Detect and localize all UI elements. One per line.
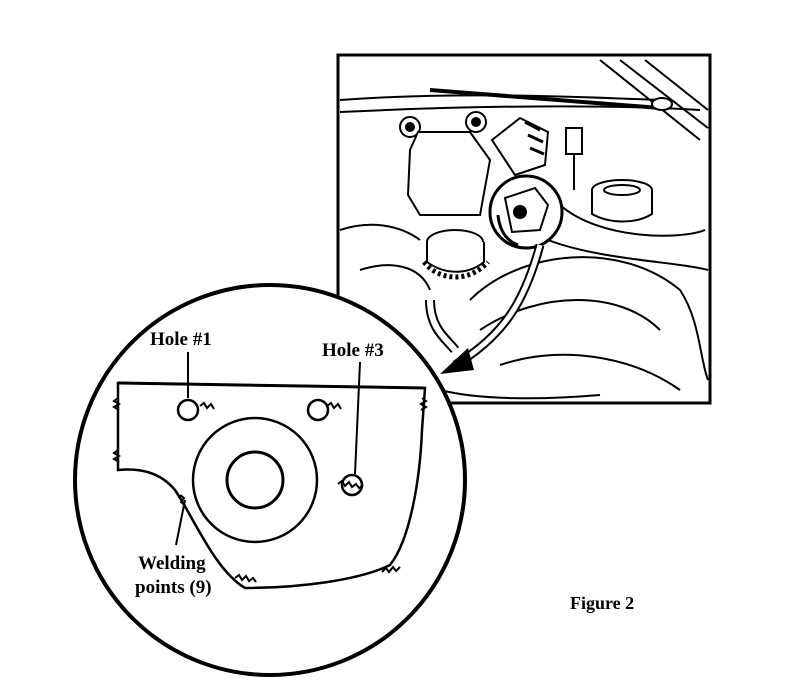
connector-ribs bbox=[524, 120, 545, 156]
hole1-label: Hole #1 bbox=[150, 329, 212, 350]
magnified-view bbox=[73, 283, 467, 677]
wiper-pivot bbox=[651, 97, 673, 111]
cap-right-body bbox=[591, 190, 653, 223]
weld-point bbox=[179, 494, 186, 506]
wiper-line-1 bbox=[599, 59, 701, 141]
hole3-leader bbox=[354, 361, 361, 475]
weld-point bbox=[112, 397, 121, 411]
weld-point bbox=[199, 401, 215, 410]
fender-curve-3 bbox=[469, 256, 709, 381]
figure-caption: Figure 2 bbox=[570, 593, 634, 613]
weld-point bbox=[419, 397, 428, 411]
weld-point bbox=[337, 479, 364, 490]
hose-inner bbox=[427, 299, 458, 352]
welding-label-line1: Welding bbox=[138, 553, 206, 574]
hole3-label: Hole #3 bbox=[322, 340, 384, 361]
bolt-right-center bbox=[471, 117, 481, 127]
bolt-left bbox=[399, 116, 421, 138]
bolt-left-center bbox=[405, 122, 415, 132]
relay bbox=[565, 127, 583, 155]
reservoir-body bbox=[406, 131, 492, 216]
fender-curve-5 bbox=[499, 353, 681, 391]
fender-curve-1 bbox=[339, 223, 421, 241]
detail-hose bbox=[496, 214, 519, 247]
weld-point bbox=[112, 449, 121, 463]
wiper-arm bbox=[429, 88, 661, 110]
cap-left-ribbed-ring bbox=[422, 260, 490, 280]
fender-curve-4 bbox=[479, 299, 661, 331]
strut-tower-edge bbox=[559, 204, 706, 237]
hole-2 bbox=[306, 398, 330, 422]
weld-marks bbox=[112, 397, 428, 583]
wiper-line-2 bbox=[619, 59, 709, 129]
welding-leader bbox=[175, 499, 186, 546]
weld-point bbox=[381, 565, 401, 574]
wiper-line-3 bbox=[644, 59, 709, 111]
connector-block bbox=[490, 116, 550, 177]
cap-left-body bbox=[426, 242, 485, 273]
bracket-top-edge bbox=[117, 381, 426, 390]
fender-curve-6 bbox=[439, 389, 601, 400]
detail-hole bbox=[513, 205, 527, 219]
welding-label-line2: points (9) bbox=[135, 577, 212, 598]
bolt-right bbox=[465, 111, 487, 133]
arrowhead bbox=[440, 348, 474, 374]
cap-right-inner bbox=[603, 184, 641, 196]
pointer-arrow bbox=[440, 243, 545, 374]
weld-point bbox=[234, 573, 257, 583]
weld-point bbox=[326, 401, 342, 410]
hole-1 bbox=[176, 398, 200, 422]
detail-bracket bbox=[503, 186, 550, 234]
strut-tower-edge-2 bbox=[547, 239, 709, 271]
center-boss-bore bbox=[225, 450, 285, 510]
arrow-shaft-inner bbox=[453, 244, 543, 368]
fender-curve-2 bbox=[359, 264, 431, 291]
